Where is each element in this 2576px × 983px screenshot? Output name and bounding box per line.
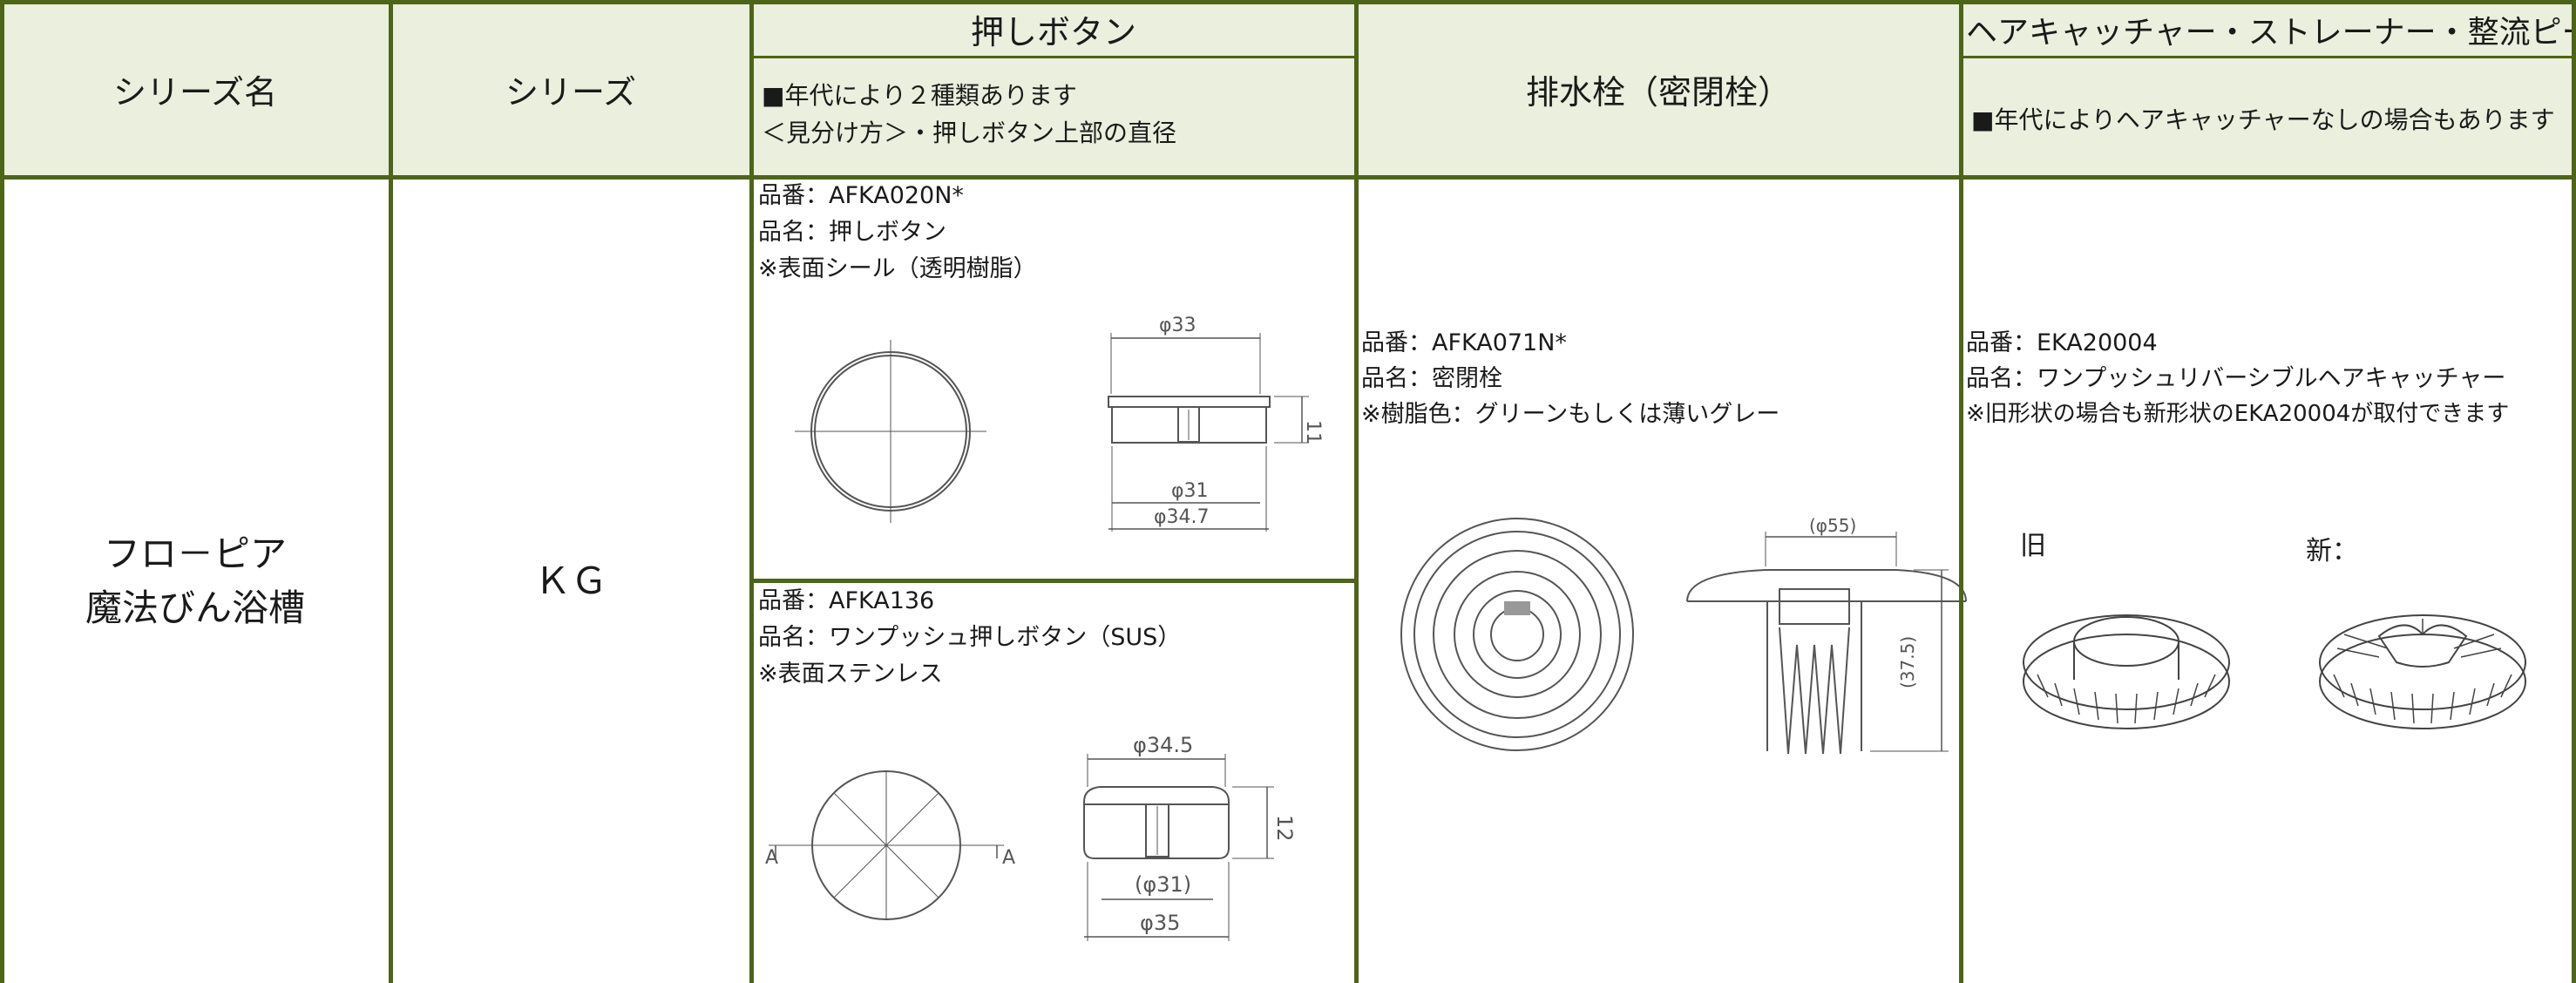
drain-plug-top-ring4 [1473, 590, 1562, 679]
new-catcher-center [2377, 624, 2468, 668]
drain-plug-top-ring3 [1454, 571, 1581, 698]
grid-left [0, 0, 4, 983]
header-hair-catcher: ヘアキャッチャー・ストレーナー・整流ピース [1961, 0, 2576, 58]
dim-a-height-label: 11 [1302, 420, 1324, 444]
grid-hair-catcher-sub [1961, 56, 2576, 58]
dim-drain-top-label: (φ55) [1809, 515, 1856, 536]
header-push-button-text: 押しボタン [970, 12, 1136, 51]
dim-drain-height-label: (37.5) [1897, 636, 1918, 688]
new-catcher-ribs [2336, 619, 2502, 658]
header-series-name: シリーズ名 [0, 0, 390, 179]
header-series: シリーズ [390, 0, 751, 179]
drain-plug-top-hub [1490, 607, 1544, 661]
drain-plug-note: ※樹脂色：グリーンもしくは薄いグレー [1361, 401, 1780, 428]
section-label-right: A [1002, 847, 1015, 869]
cell-series: ＫＧ [390, 179, 751, 983]
hair-catcher-note: ※旧形状の場合も新形状のEKA20004が取付できます [1966, 401, 2510, 427]
drain-plug-top-window [1504, 601, 1530, 615]
grid-col1 [389, 0, 393, 983]
push-button-a-part-no: 品番：AFKA020N* [758, 182, 964, 209]
drain-plug-part-name: 品名：密閉栓 [1361, 365, 1502, 392]
drain-plug-top-ring2 [1433, 550, 1602, 719]
dim-a-base-label: φ31 [1171, 480, 1209, 502]
drain-plug-drawing: (φ55) (37.5) [1400, 515, 1967, 755]
header-push-button: 押しボタン [751, 0, 1356, 58]
section-label-left: A [765, 847, 778, 869]
new-catcher-base [2319, 634, 2526, 729]
drain-plug-top-outer [1400, 518, 1634, 751]
grid-top [0, 0, 2576, 4]
push-button-a-drawing: φ33 11 φ31 φ34.7 [795, 315, 1324, 532]
dim-b-base-label: (φ31) [1135, 872, 1191, 897]
header-hair-catcher-note: ■年代によりヘアキャッチャーなしの場合もあります [1961, 58, 2576, 179]
dim-a-top-label: φ33 [1159, 315, 1196, 336]
hair-catcher-drawing [2023, 614, 2526, 729]
grid-right [2572, 0, 2576, 983]
push-button-a-note: ※表面シール（透明樹脂） [758, 255, 1037, 282]
drain-plug-side-cap [1686, 569, 1967, 602]
header-push-button-note: ■年代により２種類あります ＜見分け方＞・押しボタン上部の直径 [751, 58, 1356, 179]
grid-header-bottom [0, 175, 2576, 180]
push-button-b-drawing: φ34.5 12 (φ31) φ35 A A [765, 733, 1297, 941]
hair-catcher-part-no: 品番：EKA20004 [1966, 329, 2158, 356]
dim-b-outer-label: φ35 [1140, 911, 1180, 935]
grid-push-button-split [751, 579, 1356, 583]
drain-plug-part-no: 品番：AFKA071N* [1361, 329, 1567, 356]
header-drain-plug: 排水栓（密閉栓） [1356, 0, 1961, 179]
new-catcher-slots [2333, 674, 2512, 724]
series-name-line1: フロ－ピア [103, 532, 287, 575]
push-button-b-side-core [1145, 803, 1169, 858]
push-button-b-part-no: 品番：AFKA136 [758, 587, 935, 614]
hair-catcher-old-label: 旧 [2020, 531, 2046, 561]
grid-col2 [749, 0, 754, 983]
old-catcher-rim [2023, 614, 2230, 710]
hair-catcher-note-text: ■年代によりヘアキャッチャーなしの場合もあります [1971, 105, 2555, 134]
grid-push-button-sub [751, 56, 1356, 58]
new-catcher-rim [2319, 614, 2526, 710]
drain-plug-side-fins [1779, 627, 1850, 755]
header-hair-catcher-text: ヘアキャッチャー・ストレーナー・整流ピース [1966, 15, 2576, 51]
push-button-a-side-core [1177, 406, 1200, 443]
push-button-b-part-name: 品名：ワンプッシュ押しボタン（SUS） [758, 624, 1182, 651]
header-series-text: シリーズ [505, 73, 637, 112]
push-button-note-line2: ＜見分け方＞・押しボタン上部の直径 [762, 119, 1177, 147]
push-button-note-line1: ■年代により２種類あります [762, 81, 1077, 110]
push-button-a-side-cap [1108, 396, 1271, 408]
old-catcher-dome-sides [2073, 641, 2179, 680]
old-catcher-slots [2037, 674, 2216, 724]
drain-plug-side-hub [1779, 588, 1850, 625]
hair-catcher-new-label: 新： [2306, 536, 2358, 566]
dim-b-height-label: 12 [1272, 815, 1297, 842]
dim-b-top-label: φ34.5 [1133, 733, 1193, 757]
push-button-a-part-name: 品名：押しボタン [758, 219, 946, 246]
header-series-name-text: シリーズ名 [112, 73, 278, 112]
header-drain-plug-text: 排水栓（密閉栓） [1525, 73, 1791, 112]
old-catcher-dome [2073, 616, 2179, 667]
old-catcher-base [2023, 634, 2230, 729]
cell-series-name: フロ－ピア 魔法びん浴槽 [0, 179, 390, 983]
drain-plug-side-stem [1766, 601, 1862, 751]
dim-a-outer-label: φ34.7 [1154, 506, 1210, 528]
push-button-b-note: ※表面ステンレス [758, 661, 943, 688]
grid-col4 [1959, 0, 1963, 983]
series-value: ＫＧ [533, 559, 607, 602]
series-name-line2: 魔法びん浴槽 [85, 586, 305, 629]
hair-catcher-part-name: 品名：ワンプッシュリバーシブルヘアキャッチャー [1966, 365, 2506, 392]
push-button-b-side-body [1083, 786, 1230, 859]
drain-plug-top-ring1 [1413, 531, 1621, 738]
grid-col3 [1354, 0, 1359, 983]
